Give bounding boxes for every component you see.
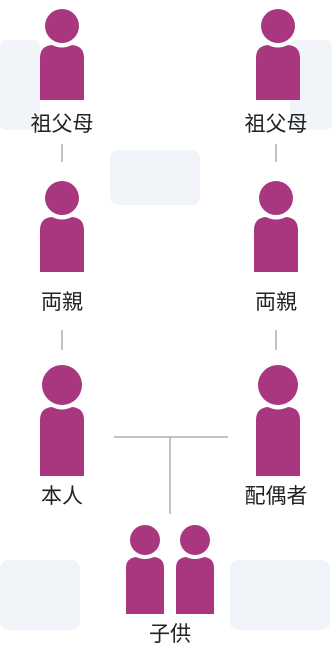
person-icon: [254, 181, 298, 272]
grandparents-left-label: 祖父母: [30, 112, 94, 136]
spouse-label: 配偶者: [244, 484, 308, 508]
person-icon: [40, 181, 84, 272]
parents-left-label: 両親: [41, 290, 83, 314]
person-icon: [40, 365, 84, 476]
parents-right-label: 両親: [255, 290, 297, 314]
person-icon: [176, 525, 214, 614]
person-icon: [256, 9, 300, 100]
children-label: 子供: [149, 622, 191, 646]
person-icon: [40, 9, 84, 100]
person-icon: [126, 525, 164, 614]
self-label: 本人: [41, 484, 83, 508]
grandparents-right-label: 祖父母: [244, 112, 308, 136]
person-icon: [256, 365, 300, 476]
